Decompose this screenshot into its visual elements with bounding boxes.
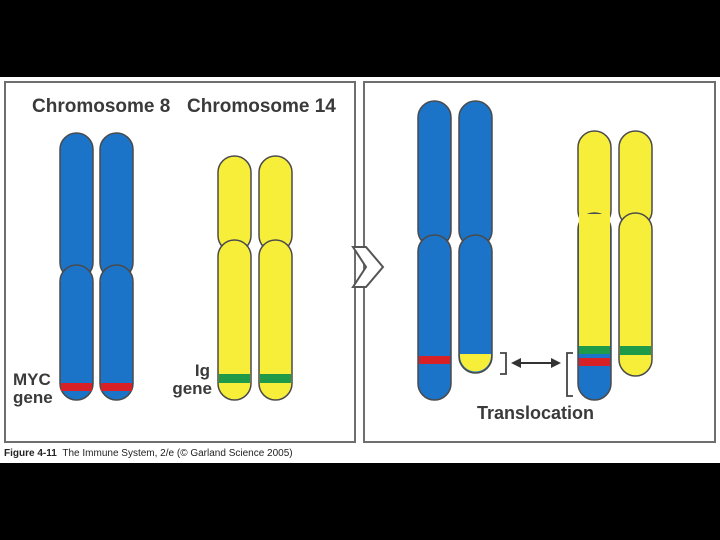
myc-band (101, 383, 132, 391)
myc-label-line1: MYC (13, 370, 51, 389)
figure-number: Figure 4-11 (4, 448, 57, 459)
double-arrow-icon (511, 358, 561, 368)
chromosome-14-left-b (258, 155, 293, 401)
myc-label-line2: gene (13, 388, 53, 407)
chromosome-14-title: Chromosome 14 (187, 96, 336, 117)
right-bracket-icon (566, 352, 573, 397)
ig-label-line1: Ig (194, 361, 210, 380)
chromosome-8-title: Chromosome 8 (32, 96, 171, 117)
chromosome-14-right-normal (618, 130, 653, 377)
ig-band (219, 374, 250, 383)
ig-band (579, 346, 610, 354)
chromosome-8-left-a (59, 132, 94, 401)
caption-text: The Immune System, 2/e (© Garland Scienc… (62, 448, 293, 459)
chromosome-14-left-a (217, 155, 252, 401)
chromosome-14-right-derivative (577, 130, 612, 401)
transition-arrow-icon (351, 246, 385, 288)
ig-band (260, 374, 291, 383)
figure-caption: Figure 4-11 The Immune System, 2/e (© Ga… (4, 448, 293, 459)
ig-gene-label: Ig gene (172, 362, 212, 398)
myc-band (419, 356, 450, 364)
chromosome-8-right-normal (417, 100, 452, 401)
left-bracket-icon (500, 352, 507, 375)
myc-band (579, 358, 610, 366)
ig-band (620, 346, 651, 355)
translocation-label: Translocation (477, 403, 595, 423)
chromosome-8-right-derivative (458, 100, 493, 374)
ig-label-line2: gene (172, 379, 212, 398)
myc-gene-label: MYC gene (13, 371, 53, 407)
chromosome-8-left-b (99, 132, 134, 401)
myc-band (61, 383, 92, 391)
